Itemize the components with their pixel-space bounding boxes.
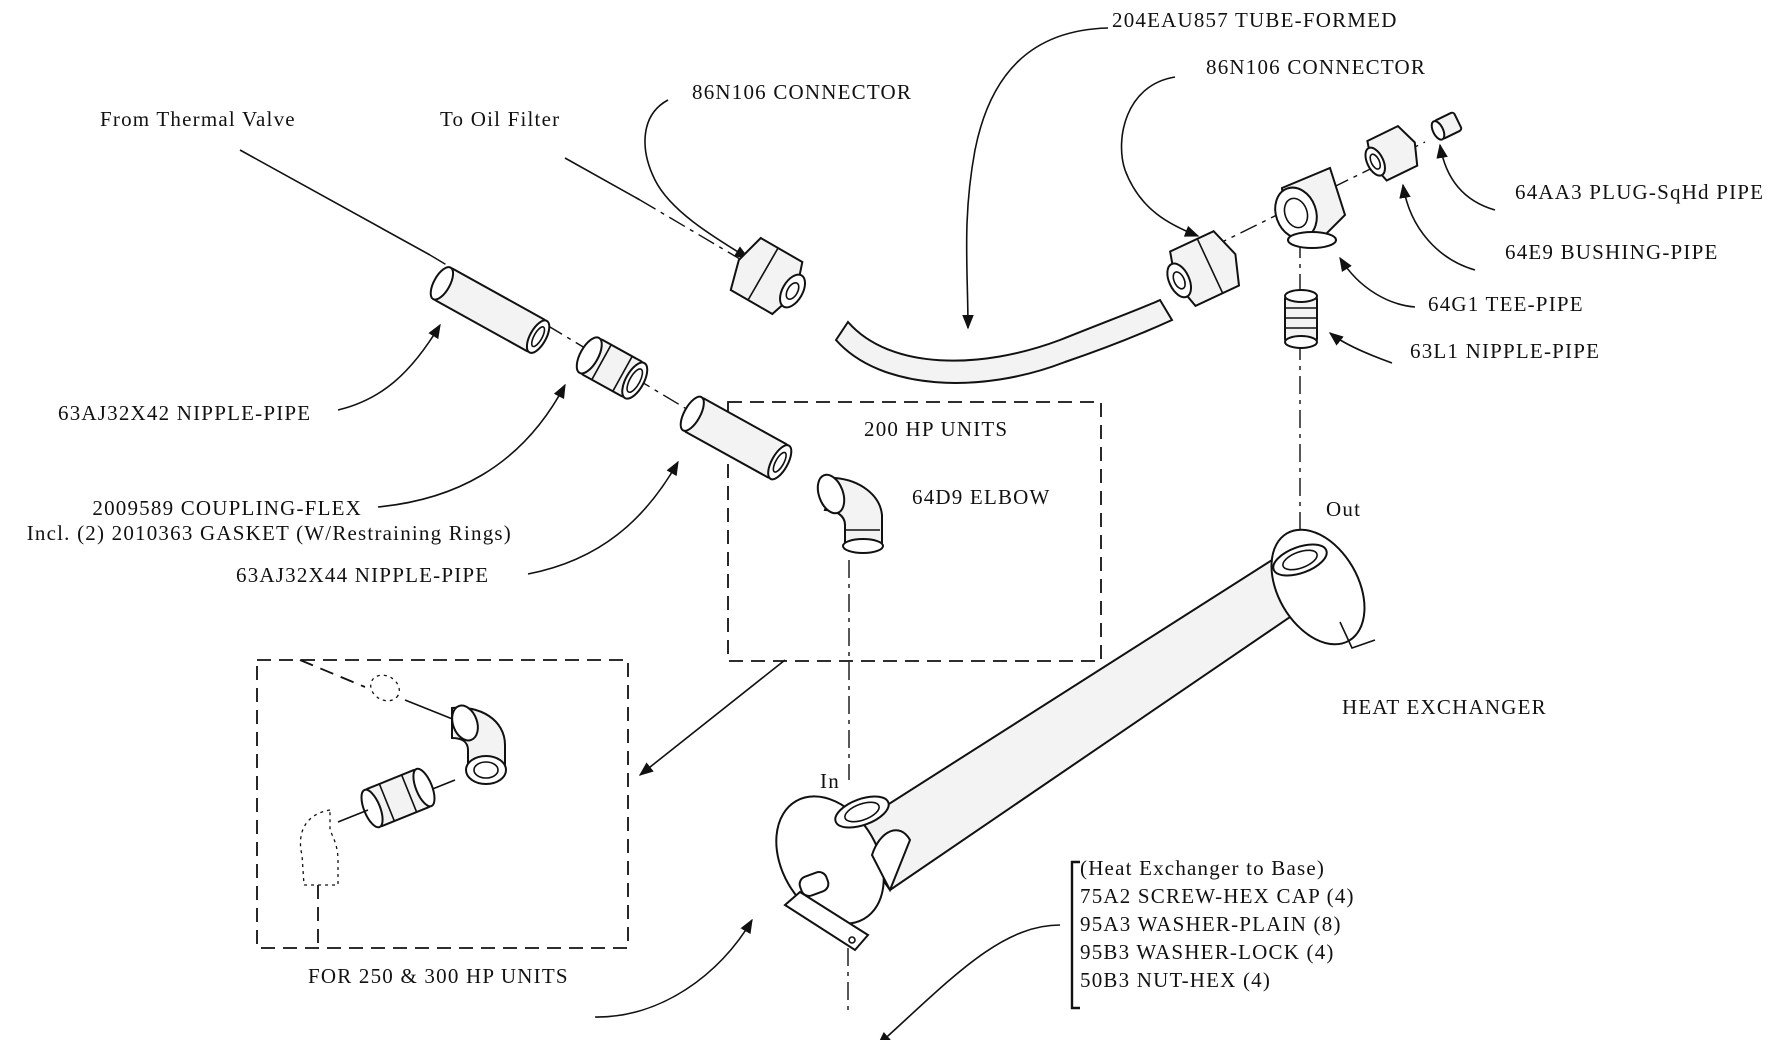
nipple-small [1284,289,1318,349]
label-connector-left: 86N106 CONNECTOR [692,80,913,104]
label-connector-right: 86N106 CONNECTOR [1206,55,1427,79]
label-tube-formed: 204EAU857 TUBE-FORMED [1112,8,1398,32]
elbow-200hp [816,473,884,554]
label-250-300hp-units: FOR 250 & 300 HP UNITS [308,964,569,988]
hardware-line: 95A3 WASHER-PLAIN (8) [1080,912,1342,936]
nipple-44 [679,395,793,481]
inset-parts [299,659,507,945]
label-plug-pipe: 64AA3 PLUG-SqHd PIPE [1515,180,1765,204]
nipple-42 [429,266,551,354]
heat-exchanger [775,528,1376,952]
label-tee-pipe: 64G1 TEE-PIPE [1428,292,1584,316]
label-from-thermal-valve: From Thermal Valve [100,107,296,131]
plug-pipe [1430,111,1463,141]
connector-right [1166,229,1241,308]
tube-formed [834,298,1174,384]
label-nipple-42: 63AJ32X42 NIPPLE-PIPE [58,401,312,425]
label-bushing-pipe: 64E9 BUSHING-PIPE [1505,240,1719,264]
label-nipple-small: 63L1 NIPPLE-PIPE [1410,339,1601,363]
label-heat-exchanger: HEAT EXCHANGER [1342,695,1547,719]
tee-pipe [1274,166,1347,249]
connector-left [729,236,807,316]
coupling-flex [575,336,649,400]
hardware-line: (Heat Exchanger to Base) [1080,856,1326,880]
label-nipple-44: 63AJ32X44 NIPPLE-PIPE [236,563,490,587]
hardware-line: 95B3 WASHER-LOCK (4) [1080,940,1335,964]
label-out: Out [1326,497,1362,521]
label-elbow: 64D9 ELBOW [912,485,1051,509]
hardware-bracket [1070,860,1080,1010]
hardware-list: (Heat Exchanger to Base) 75A2 SCREW-HEX … [1080,856,1355,993]
box-200hp [727,401,1102,662]
hardware-line: 75A2 SCREW-HEX CAP (4) [1080,884,1355,908]
hardware-line: 50B3 NUT-HEX (4) [1080,968,1272,992]
label-in: In [820,769,840,793]
leader-arrows [337,27,1496,1040]
box-250-300hp [256,659,629,949]
label-to-oil-filter: To Oil Filter [440,107,561,131]
label-200hp-units: 200 HP UNITS [864,417,1009,441]
label-coupling-flex: 2009589 COUPLING-FLEX [92,496,362,520]
label-gasket: Incl. (2) 2010363 GASKET (W/Restraining … [26,521,512,545]
bushing-pipe [1364,124,1419,182]
